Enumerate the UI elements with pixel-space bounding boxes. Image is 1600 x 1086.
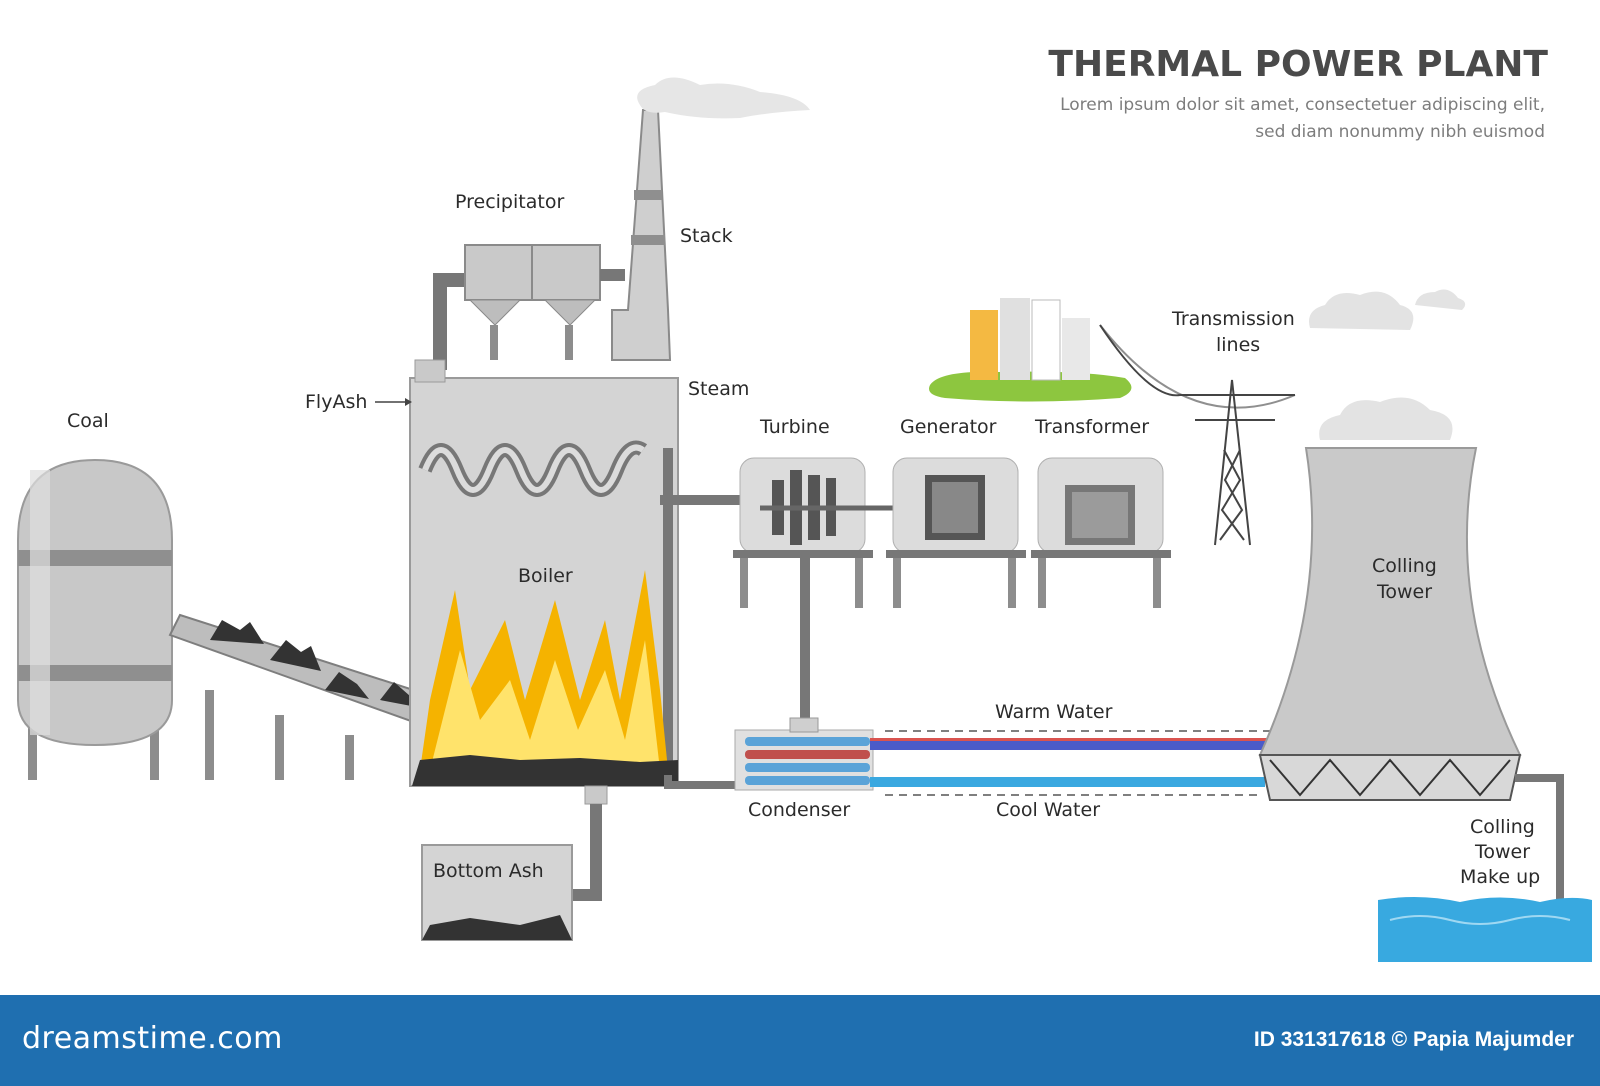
generator-label: Generator [900, 416, 997, 438]
footer-credit: ID 331317618 © Papia Majumder [1253, 1028, 1574, 1051]
transmission-lines-label-1: Transmission [1171, 308, 1295, 330]
diagram-subtitle-line1: Lorem ipsum dolor sit amet, consectetuer… [1060, 95, 1545, 115]
makeup-label-1: Colling [1470, 816, 1535, 838]
cool-water-label: Cool Water [996, 799, 1100, 821]
cloud-icon [1415, 289, 1466, 310]
cooling-tower-label-2: Tower [1376, 581, 1432, 603]
bottom-ash-label: Bottom Ash [433, 860, 544, 882]
thermal-power-plant-diagram: THERMAL POWER PLANT Lorem ipsum dolor si… [17, 44, 1592, 962]
steam-label: Steam [688, 378, 749, 400]
boiler [409, 359, 679, 805]
makeup-label-3: Make up [1460, 866, 1540, 888]
cloud-icon [1309, 291, 1414, 330]
boiler-label: Boiler [518, 565, 573, 587]
coal-label: Coal [67, 410, 109, 432]
transformer-unit [1031, 457, 1171, 608]
cooling-tower [1258, 397, 1564, 900]
diagram-title: THERMAL POWER PLANT [1048, 44, 1548, 85]
warm-water-pipe [870, 730, 1308, 750]
transmission-lines-label-2: lines [1216, 334, 1260, 356]
precipitator-label: Precipitator [455, 191, 564, 213]
warm-water-label: Warm Water [995, 701, 1113, 723]
cooling-tower-label-1: Colling [1372, 555, 1437, 577]
turbine-unit [733, 457, 900, 718]
footer-brand[interactable]: dreamstime.com [22, 1021, 283, 1056]
transmission-tower [1099, 324, 1296, 546]
flyash-label: FlyAsh [305, 391, 367, 413]
transformer-label: Transformer [1034, 416, 1149, 438]
city-icon [929, 298, 1132, 402]
makeup-label-2: Tower [1474, 841, 1530, 863]
generator-unit [886, 457, 1026, 608]
stack-label: Stack [680, 225, 733, 247]
condenser-label: Condenser [748, 799, 850, 821]
cool-water-pipe [870, 777, 1265, 796]
footer-bar: dreamstime.com ID 331317618 © Papia Maju… [0, 995, 1600, 1086]
coal-silo [17, 458, 173, 780]
precipitator [433, 244, 625, 370]
flyash-arrowhead [405, 398, 412, 406]
bottom-ash-bin [421, 804, 602, 941]
makeup-water-pool [1378, 896, 1592, 962]
stack [611, 77, 810, 361]
turbine-label: Turbine [759, 416, 830, 438]
condenser [664, 717, 874, 791]
diagram-subtitle-line2: sed diam nonummy nibh euismod [1255, 122, 1545, 142]
